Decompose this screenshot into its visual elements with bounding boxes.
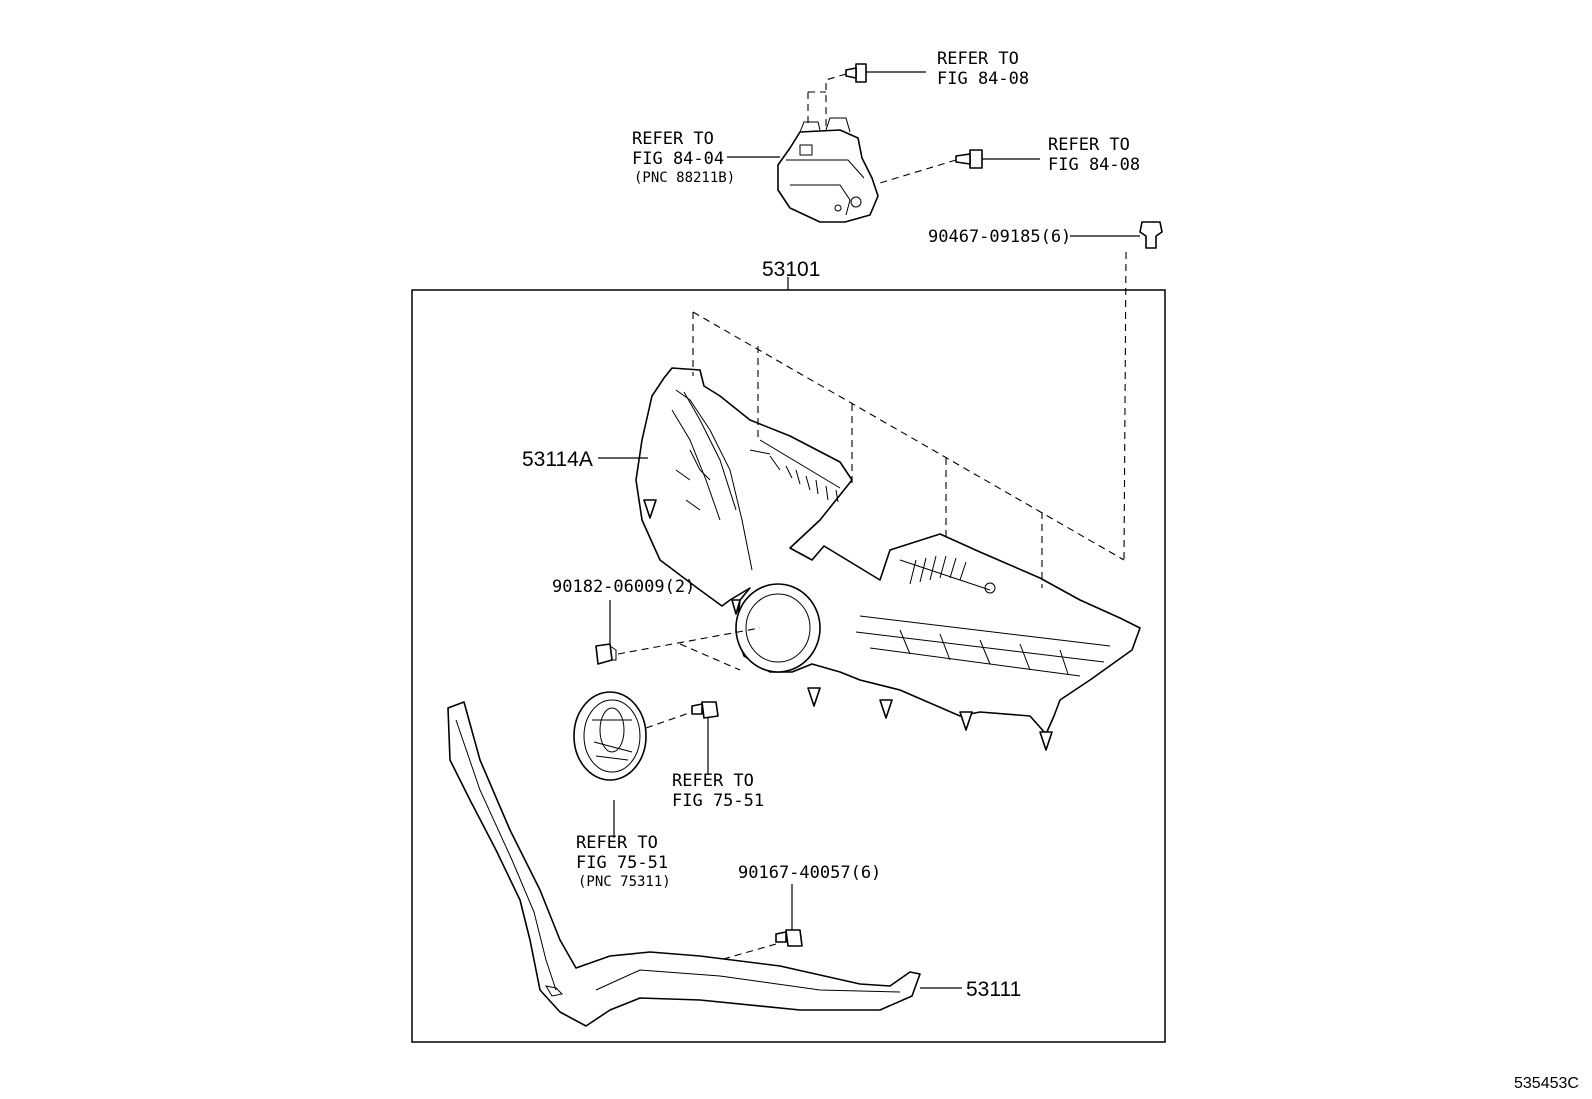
upper-grille-part-number: 53114A [522,448,593,471]
molding-part-number: 53111 [966,978,1021,1001]
molding-part [447,701,921,1027]
refer-right-line2: FIG 84-08 [1048,155,1140,175]
refer-right-line1: REFER TO [1048,135,1130,155]
diagram-id: 535453C [1514,1075,1579,1092]
lower-screw-part-number: 90167-40057(6) [738,863,881,883]
refer-sensor-line1: REFER TO [632,129,714,149]
bolt-icon [955,149,1040,169]
bolt-icon [845,63,926,83]
upper-grille-part [635,367,1141,751]
refer-top-line1: REFER TO [937,49,1019,69]
refer-sensor-line2: FIG 84-04 [632,149,724,169]
refer-emblem-line2: FIG 75-51 [576,853,668,873]
nut-part-number: 90182-06009(2) [552,577,695,597]
clip-icon [1070,221,1163,249]
clip-part-number: 90467-09185(6) [928,227,1071,247]
screw-icon [691,701,719,774]
assembly-part-number: 53101 [762,258,820,281]
refer-emblem-screw-line2: FIG 75-51 [672,791,764,811]
refer-emblem-line1: REFER TO [576,833,658,853]
refer-emblem-screw-line1: REFER TO [672,771,754,791]
nut-icon [595,600,617,665]
refer-sensor-line3: (PNC 88211B) [634,170,735,186]
screw-icon [775,884,803,947]
sensor-part [777,117,879,223]
refer-top-line2: FIG 84-08 [937,69,1029,89]
emblem-part [573,691,647,838]
refer-emblem-line3: (PNC 75311) [578,874,671,890]
